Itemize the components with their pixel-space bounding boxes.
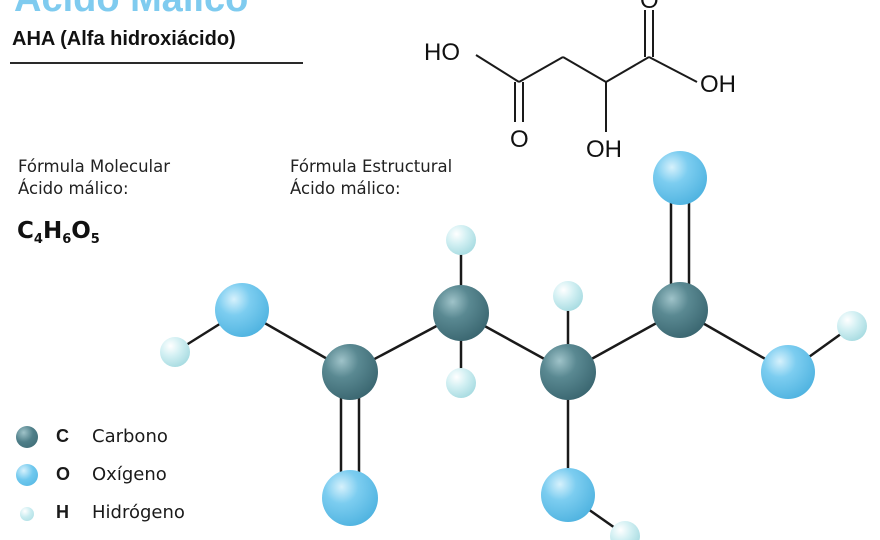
oxygen-atom (541, 468, 595, 522)
hydrogen-atom (837, 311, 867, 341)
skel-oh-bottom: OH (586, 136, 622, 163)
legend-label: Carbono (92, 426, 168, 447)
atoms (160, 151, 867, 540)
skel-ho-left: HO (424, 39, 460, 66)
hydrogen-swatch (20, 507, 34, 521)
molecular-formula: C4H6O5 (17, 218, 100, 247)
skel-bond (605, 56, 650, 83)
skel-bond (562, 56, 607, 83)
hydrogen-atom (160, 337, 190, 367)
oxygen-swatch (16, 464, 38, 486)
oxygen-atom (653, 151, 707, 205)
legend-symbol: O (56, 464, 71, 484)
page-title: Ácido Málico (14, 0, 248, 21)
skel-bond (648, 56, 698, 83)
hydrogen-atom (610, 521, 640, 540)
legend-label: Oxígeno (92, 464, 167, 485)
oxygen-atom (322, 470, 378, 526)
skel-o-bottom: O (510, 126, 529, 153)
legend-symbol: C (56, 426, 69, 446)
formula-h-count: 6 (62, 232, 72, 247)
legend-label: Hidrógeno (92, 502, 185, 523)
oxygen-atom (761, 345, 815, 399)
formula-h: H (42, 218, 63, 244)
legend-item-oxygen: O Oxígeno (14, 462, 234, 492)
ball-stick-bonds (174, 178, 853, 537)
hydrogen-atom (553, 281, 583, 311)
carbon-swatch (16, 426, 38, 448)
skel-bond (475, 54, 520, 83)
formula-c: C (17, 218, 34, 244)
molecular-formula-label: Fórmula Molecular Ácido málico: (18, 156, 170, 200)
hydrogen-atom (446, 368, 476, 398)
formula-o-count: 5 (90, 232, 100, 247)
molecular-formula-label-line1: Fórmula Molecular (18, 157, 171, 176)
formula-o: O (71, 218, 91, 244)
title-underline (10, 62, 303, 64)
carbon-atom (433, 285, 489, 341)
structural-formula-label-line2: Ácido málico: (290, 179, 401, 198)
legend-item-hydrogen: H Hidrógeno (14, 500, 234, 530)
carbon-atom (652, 282, 708, 338)
carbon-atom (322, 344, 378, 400)
skeletal-structure (475, 10, 698, 132)
skel-bond (518, 56, 564, 83)
structural-formula-label-line1: Fórmula Estructural (290, 157, 453, 176)
legend-symbol: H (56, 502, 69, 522)
skel-o-top: O (640, 0, 659, 14)
skel-oh-right: OH (700, 71, 736, 98)
structural-formula-label: Fórmula Estructural Ácido málico: (290, 156, 452, 200)
molecular-formula-label-line2: Ácido málico: (18, 179, 129, 198)
oxygen-atom (215, 283, 269, 337)
hydrogen-atom (446, 225, 476, 255)
page-subtitle: AHA (Alfa hidroxiácido) (12, 28, 236, 50)
formula-c-count: 4 (33, 232, 43, 247)
legend-item-carbon: C Carbono (14, 424, 234, 454)
carbon-atom (540, 344, 596, 400)
